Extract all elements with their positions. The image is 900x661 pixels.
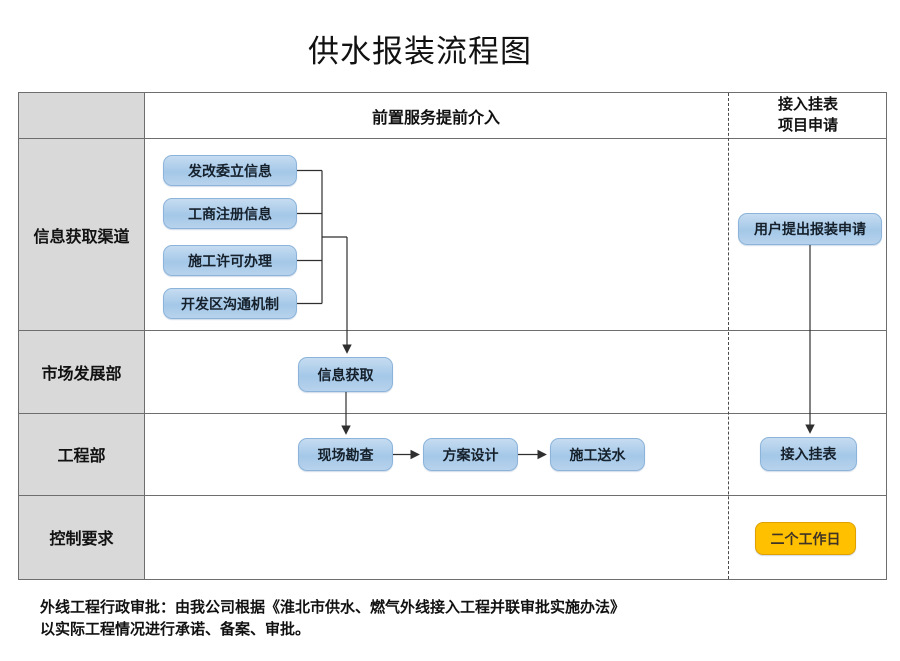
node-scheme-design: 方案设计 (423, 438, 518, 471)
header-meter-line2: 项目申请 (777, 118, 838, 134)
node-business-registration: 工商注册信息 (163, 198, 297, 229)
row-divider-1 (19, 329, 886, 331)
label-column-divider (144, 93, 145, 579)
node-info-acquisition: 信息获取 (298, 357, 393, 392)
node-devzone-communication: 开发区沟通机制 (163, 288, 297, 319)
header-meter-application: 接入挂表 项目申请 (728, 93, 888, 139)
node-meter-connection: 接入挂表 (760, 437, 857, 471)
node-ndrc-info: 发改委立信息 (163, 155, 297, 186)
lane-label-market-dept: 市场发展部 (41, 365, 122, 383)
node-construction-permit: 施工许可办理 (163, 245, 297, 276)
row-divider-3 (19, 494, 886, 496)
node-construction-water: 施工送水 (550, 438, 645, 471)
footer-note-line1: 外线工程行政审批：由我公司根据《淮北市供水、燃气外线接入工程并联审批实施办法》 (40, 600, 626, 616)
footer-note: 外线工程行政审批：由我公司根据《淮北市供水、燃气外线接入工程并联审批实施办法》 … (40, 597, 680, 641)
node-user-application: 用户提出报装申请 (738, 213, 882, 245)
header-meter-line1: 接入挂表 (777, 97, 838, 113)
row-divider-2 (19, 412, 886, 414)
node-control-duration: 二个工作日 (755, 522, 856, 555)
lane-label-column (19, 93, 144, 579)
row-divider-header (19, 137, 886, 139)
lane-label-engineering-dept: 工程部 (57, 448, 106, 465)
phase-divider-dashed (728, 93, 729, 579)
footer-note-line2: 以实际工程情况进行承诺、备案、审批。 (40, 622, 311, 638)
page-title: 供水报装流程图 (308, 34, 532, 69)
node-site-survey: 现场勘查 (298, 438, 393, 471)
header-front-service: 前置服务提前介入 (371, 110, 500, 127)
swimlane-table: 前置服务提前介入 接入挂表 项目申请 信息获取渠道 市场发展部 工程部 控制要求 (18, 92, 887, 580)
lane-label-info-channels: 信息获取渠道 (33, 228, 130, 246)
lane-label-control-requirement: 控制要求 (49, 531, 114, 548)
